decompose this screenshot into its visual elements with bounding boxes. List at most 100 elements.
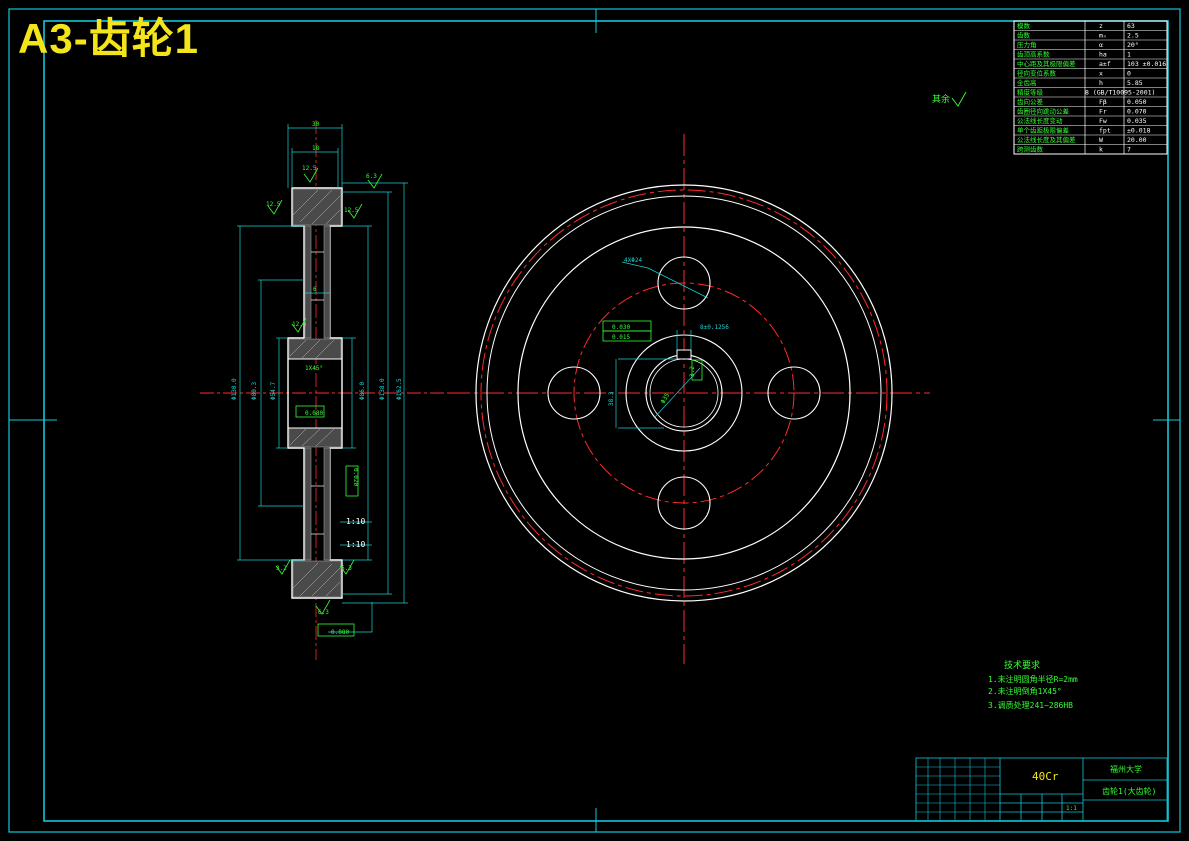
- root-circle: [486, 195, 882, 591]
- web-hole-left: [547, 366, 601, 420]
- param-name: 齿顶高系数: [1017, 50, 1050, 59]
- param-symbol: k: [1099, 146, 1103, 154]
- front-label-keyway-depth: 38.3: [608, 391, 615, 406]
- param-name: 齿向公差: [1017, 97, 1044, 106]
- param-value: 20°: [1127, 41, 1139, 49]
- param-symbol: x: [1099, 70, 1103, 78]
- param-value: 103 ±0.016: [1127, 60, 1166, 68]
- tech-req-item-1: 1.未注明圆角半径R=2mm: [988, 674, 1078, 684]
- section-label-rough-web: 12.5: [344, 207, 359, 214]
- param-symbol: W: [1099, 136, 1103, 144]
- section-labels: 301812.56.312.512.5612.51X45°0.0800.0200…: [231, 121, 403, 636]
- front-tolerance-frames: [602, 320, 703, 381]
- title-block-grid: [916, 758, 1000, 821]
- surface-note: 其余: [932, 93, 950, 105]
- param-value: ±0.018: [1127, 127, 1151, 135]
- param-name: 压力角: [1017, 40, 1037, 49]
- web-hole-lines: [311, 251, 324, 535]
- section-label-rough-bottom-right: 6.3: [341, 565, 352, 572]
- param-value: 63: [1127, 22, 1135, 30]
- param-name: 公法线长度及其偏差: [1017, 135, 1076, 144]
- param-symbol: a±f: [1099, 60, 1111, 68]
- param-symbol: 8 (GB/T10095-2001): [1085, 89, 1155, 97]
- technical-requirements: 技术要求 1.未注明圆角半径R=2mm 2.未注明倒角1X45° 3.调质处理2…: [988, 659, 1078, 710]
- section-label-taper1: 1:10: [346, 517, 365, 526]
- section-label-width-inner: 18: [312, 145, 320, 152]
- drawing-title: A3-齿轮1: [18, 15, 200, 62]
- param-name: 公法线长度变动: [1017, 116, 1063, 125]
- front-label-tol-b: 0.015: [612, 334, 630, 341]
- material-label: 40Cr: [1032, 770, 1059, 783]
- param-value: 0: [1127, 70, 1131, 78]
- front-label-holes: 4XΦ24: [624, 257, 642, 264]
- hole-pitch-circle: [573, 282, 795, 504]
- param-value: 0.035: [1127, 117, 1147, 125]
- param-name: 齿圈径向跳动公差: [1017, 107, 1070, 116]
- front-label-bore: Φ35: [660, 392, 672, 405]
- section-label-rough-left: 12.5: [266, 201, 281, 208]
- school-label: 福州大学: [1110, 764, 1142, 774]
- param-symbol: fpt: [1099, 127, 1111, 135]
- section-label-dia-root: Φ138.0: [379, 378, 386, 400]
- scale-label: 1:1: [1066, 805, 1077, 812]
- section-label-tol-bottom: 0.080: [331, 629, 349, 636]
- front-label-key-width: 8±0.1256: [700, 324, 729, 331]
- param-value: 7: [1127, 146, 1131, 154]
- web-hole-bottom: [657, 476, 711, 530]
- title-block-text: 40Cr 福州大学 齿轮1(大齿轮) 1:1: [1032, 764, 1156, 812]
- section-label-hub-chamfer: 1X45°: [305, 365, 323, 372]
- param-name: 全齿高: [1017, 78, 1037, 87]
- param-symbol: Fβ: [1099, 98, 1107, 106]
- section-label-dia-rim-inner: Φ130.0: [231, 378, 238, 400]
- section-label-dia-hub: Φ86.0: [359, 382, 366, 400]
- section-label-rough-bottom: 6.3: [318, 609, 329, 616]
- rim-inner-circle: [517, 226, 851, 560]
- tip-circle: [475, 184, 893, 602]
- param-symbol: α: [1099, 41, 1103, 49]
- tech-req-item-2: 2.未注明倒角1X45°: [988, 686, 1062, 696]
- param-name: 齿数: [1017, 31, 1031, 40]
- tech-req-heading: 技术要求: [1004, 659, 1040, 671]
- section-label-width-top: 30: [312, 121, 320, 128]
- tolerance-frames: [295, 405, 359, 637]
- section-label-dia-tip: Φ162.5: [396, 378, 403, 400]
- section-label-rough-top: 12.5: [302, 165, 317, 172]
- param-name: 中心距及其极限偏差: [1017, 59, 1076, 68]
- frame-center-marks: [9, 9, 1180, 832]
- param-symbol: z: [1099, 22, 1103, 30]
- param-value: 1: [1127, 51, 1131, 59]
- param-symbol: Fw: [1099, 117, 1107, 125]
- param-name: 精度等级: [1017, 88, 1044, 97]
- front-label-tol-a: 0.030: [612, 324, 630, 331]
- param-symbol: Fr: [1099, 108, 1107, 116]
- param-name: 单个齿距极限偏差: [1017, 126, 1070, 135]
- param-symbol: mₙ: [1099, 32, 1107, 40]
- keyway: [676, 349, 692, 360]
- section-view: 301812.56.312.512.5612.51X45°0.0800.0200…: [200, 120, 468, 660]
- section-label-hub-rough: 12.5: [292, 321, 307, 328]
- section-label-dia-bore: Φ54.7: [270, 382, 277, 400]
- section-label-web-thk: 6: [313, 286, 317, 293]
- front-labels: 4XΦ24 8±0.1256 0.030 0.015 38.3 Φ35 3.2: [608, 257, 729, 406]
- front-view: 4XΦ24 8±0.1256 0.030 0.015 38.3 Φ35 3.2: [448, 134, 930, 664]
- section-label-tol-right: 0.020: [352, 468, 359, 486]
- part-name-label: 齿轮1(大齿轮): [1102, 786, 1156, 796]
- section-label-taper2: 1:10: [346, 540, 365, 549]
- front-label-hub-label: 3.2: [689, 366, 696, 377]
- param-value: 0.050: [1127, 98, 1147, 106]
- param-value: 0.070: [1127, 108, 1147, 116]
- title-block: [915, 757, 1168, 822]
- hatch-lines: [289, 189, 341, 597]
- hatched-sections: [288, 188, 342, 598]
- drawing-frame: [43, 20, 1169, 822]
- web-hole-right: [767, 366, 821, 420]
- web-hole-top: [657, 256, 711, 310]
- param-name: 跨测齿数: [1017, 145, 1044, 154]
- section-label-dia-web: Φ80.3: [251, 382, 258, 400]
- surface-note-roughness-icon: [951, 91, 967, 107]
- param-value: 5.85: [1127, 79, 1143, 87]
- tech-req-item-3: 3.调质处理241~286HB: [988, 700, 1073, 710]
- param-value: 2.5: [1127, 32, 1139, 40]
